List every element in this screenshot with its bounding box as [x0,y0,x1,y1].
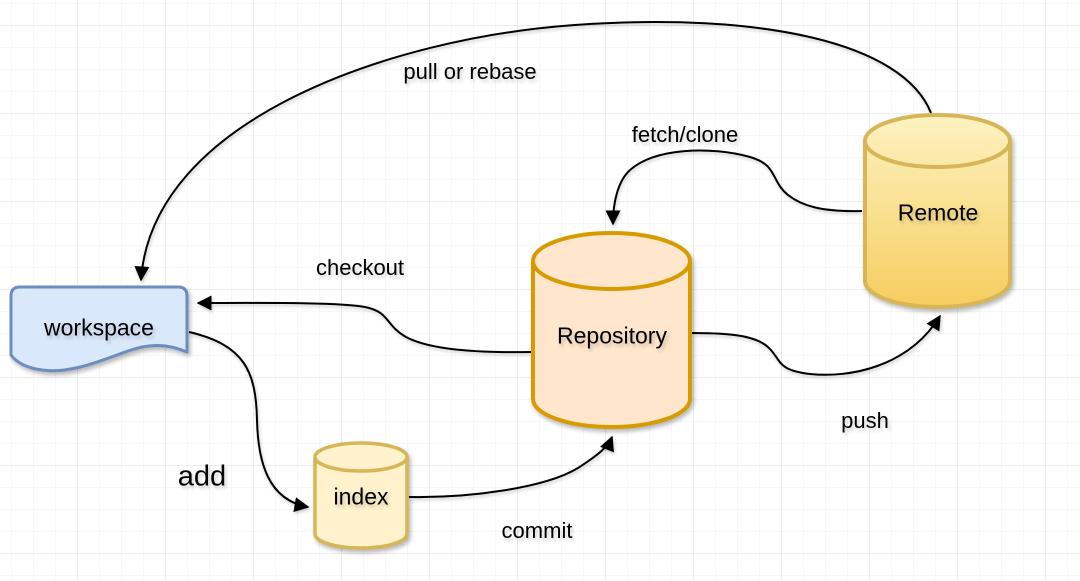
edge-pull-or-rebase [134,21,932,282]
repository-shape [531,231,692,429]
edge-checkout [196,295,533,354]
index-shape [313,441,409,550]
remote-shape [863,113,1012,309]
edge-add [188,331,310,513]
shape-layer [9,113,1012,550]
edge-commit [408,435,614,499]
edge-layer [134,21,941,513]
edge-push [691,314,941,376]
edge-fetch-clone [605,149,863,226]
workspace-shape [9,285,189,373]
